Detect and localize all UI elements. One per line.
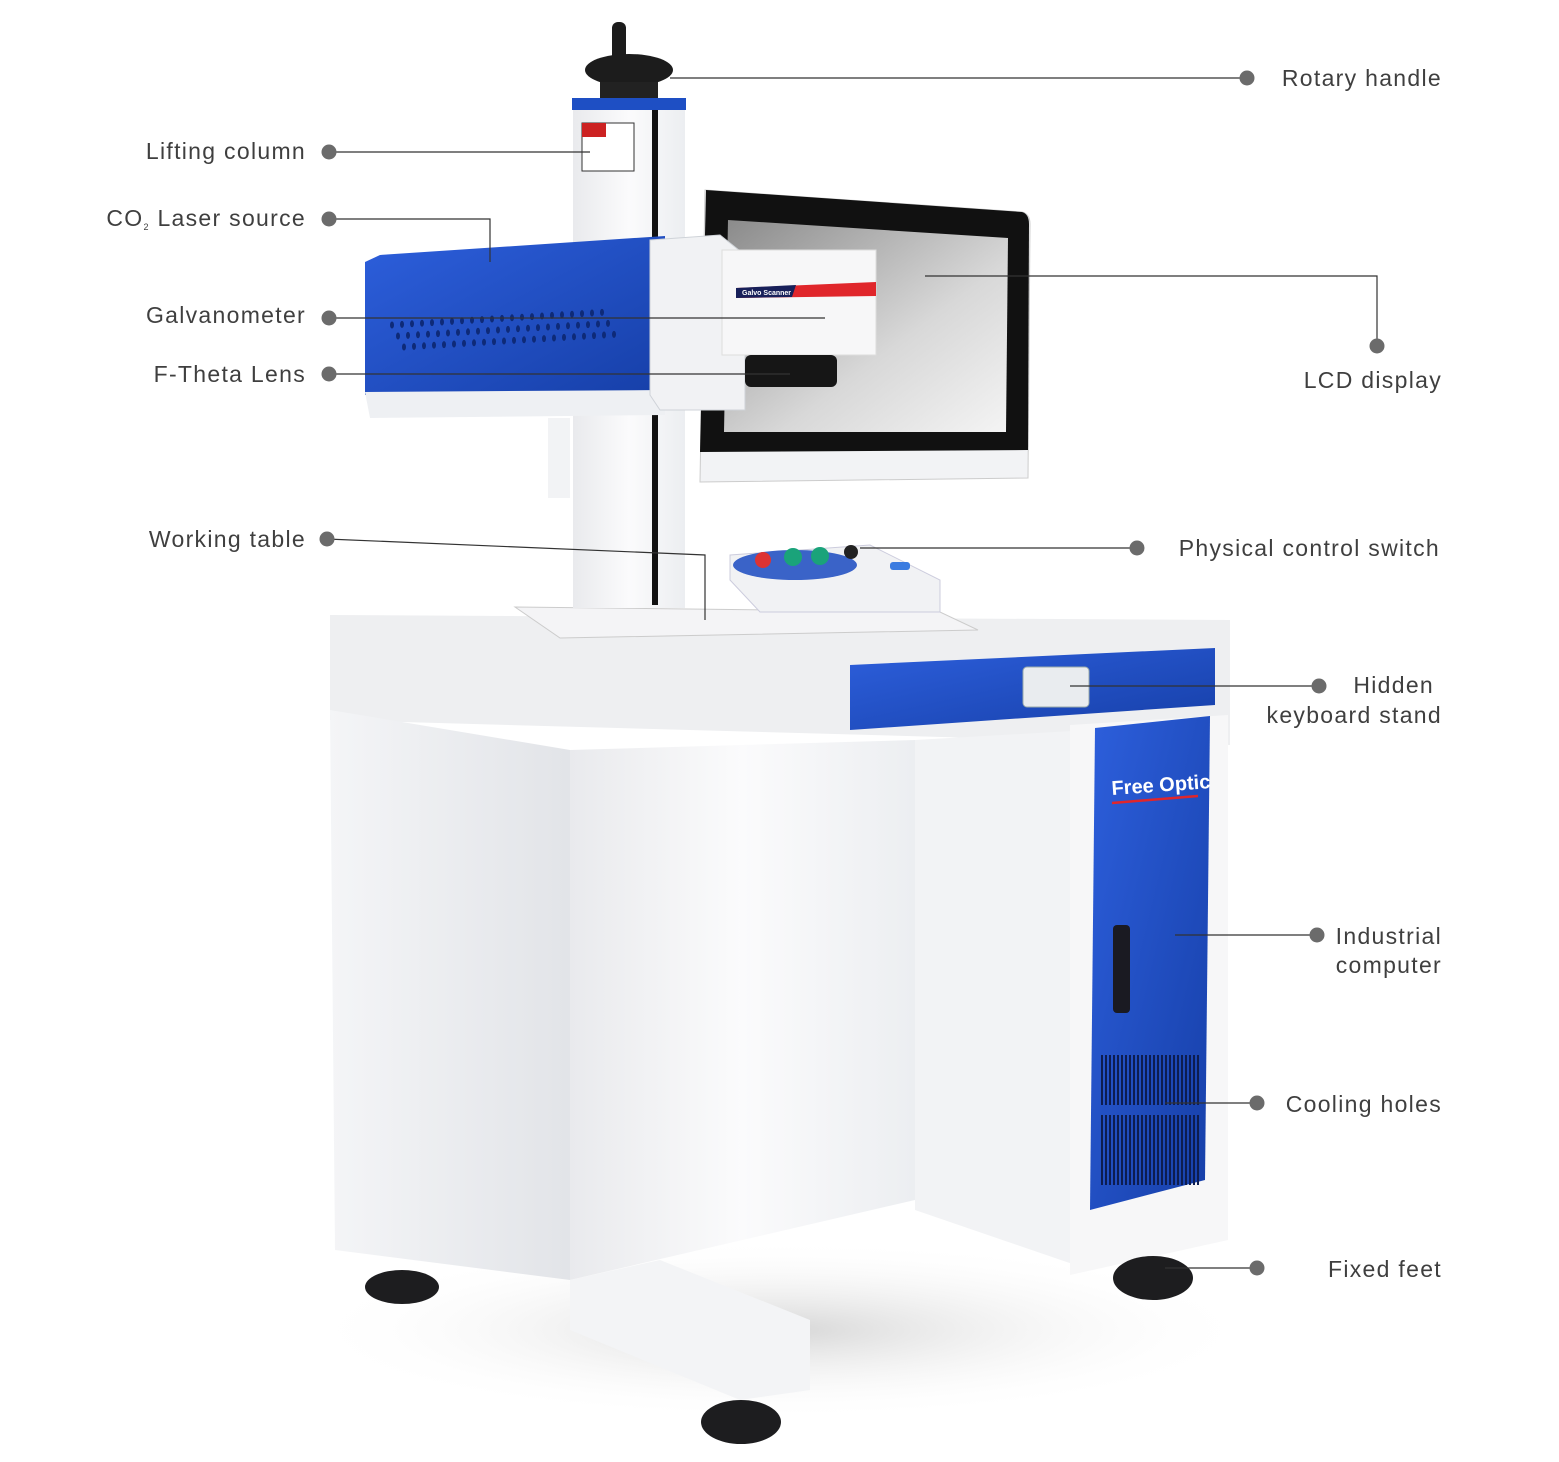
vent-hole <box>426 330 430 338</box>
label-cooling-holes: Cooling holes <box>1286 1091 1442 1117</box>
vent-hole <box>412 342 416 350</box>
drawer-handle <box>1022 666 1090 708</box>
vent-hole <box>482 338 486 346</box>
vent-hole <box>430 319 434 327</box>
fixed-feet <box>365 1256 1193 1444</box>
vent-hole <box>480 316 484 324</box>
vent-hole <box>526 324 530 332</box>
vent-hole <box>542 335 546 343</box>
vent-hole <box>410 320 414 328</box>
vent-hole <box>572 333 576 341</box>
f-theta-lens <box>745 355 837 387</box>
label-lcd-display: LCD display <box>1304 367 1442 393</box>
vent-hole <box>612 330 616 338</box>
label-hidden-keyboard-stand-2: keyboard stand <box>1267 702 1442 728</box>
vent-hole <box>472 339 476 347</box>
vent-hole <box>400 320 404 328</box>
leader-lines <box>319 70 1385 1276</box>
vent-hole <box>516 325 520 333</box>
vent-hole <box>492 338 496 346</box>
label-co2-laser-source: CO2 Laser source <box>106 205 306 232</box>
label-physical-control-switch: Physical control switch <box>1179 535 1440 561</box>
vent-hole <box>580 310 584 318</box>
industrial-computer-door: Free Optic <box>1090 716 1211 1210</box>
vent-hole <box>446 329 450 337</box>
vent-hole <box>576 321 580 329</box>
vent-hole <box>452 340 456 348</box>
vent-hole <box>460 317 464 325</box>
vent-hole <box>562 333 566 341</box>
vent-hole <box>450 317 454 325</box>
vent-hole <box>442 341 446 349</box>
galvanometer: Galvo Scanner <box>649 234 877 411</box>
vent-hole <box>486 327 490 335</box>
vent-hole <box>530 313 534 321</box>
vent-hole <box>536 324 540 332</box>
vent-hole <box>496 326 500 334</box>
vent-hole <box>606 319 610 327</box>
rotary-handle <box>585 22 673 98</box>
vent-hole <box>570 310 574 318</box>
vent-hole <box>596 320 600 328</box>
vent-hole <box>396 332 400 340</box>
label-f-theta-lens: F-Theta Lens <box>154 361 306 387</box>
label-working-table: Working table <box>149 526 306 552</box>
label-rotary-handle: Rotary handle <box>1282 65 1442 91</box>
co2-prefix: CO <box>106 205 143 231</box>
vent-hole <box>402 343 406 351</box>
co2-laser-source <box>365 236 665 498</box>
vent-hole <box>476 327 480 335</box>
vent-hole <box>420 319 424 327</box>
co2-subscript: 2 <box>143 222 149 232</box>
vent-hole <box>506 325 510 333</box>
keyboard-drawer <box>850 648 1215 730</box>
vent-hole <box>602 331 606 339</box>
vent-hole <box>416 331 420 339</box>
vent-hole <box>582 332 586 340</box>
vent-hole <box>436 330 440 338</box>
vent-hole <box>600 308 604 316</box>
vent-hole <box>552 334 556 342</box>
door-lock <box>1113 925 1130 1013</box>
label-industrial-computer-1: Industrial <box>1336 923 1442 949</box>
label-industrial-computer-2: computer <box>1336 952 1442 978</box>
vent-hole <box>590 309 594 317</box>
control-box <box>729 544 941 613</box>
label-lifting-column: Lifting column <box>146 138 306 164</box>
vent-hole <box>456 328 460 336</box>
vent-hole <box>592 332 596 340</box>
label-galvanometer: Galvanometer <box>146 302 306 328</box>
vent-hole <box>490 315 494 323</box>
galvo-label: Galvo Scanner <box>742 290 791 297</box>
vent-hole <box>550 311 554 319</box>
vent-hole <box>546 323 550 331</box>
co2-rest: Laser source <box>150 205 306 231</box>
vent-hole <box>502 337 506 345</box>
vent-hole <box>566 322 570 330</box>
vent-hole <box>512 336 516 344</box>
vent-hole <box>422 342 426 350</box>
vent-hole <box>440 318 444 326</box>
label-hidden-keyboard-stand-1: Hidden <box>1353 672 1434 698</box>
vent-hole <box>390 321 394 329</box>
vent-hole <box>432 341 436 349</box>
vent-hole <box>560 311 564 319</box>
vent-hole <box>586 321 590 329</box>
vent-hole <box>532 335 536 343</box>
vent-hole <box>556 322 560 330</box>
vent-hole <box>520 313 524 321</box>
vent-hole <box>462 339 466 347</box>
vent-hole <box>406 331 410 339</box>
vent-hole <box>466 328 470 336</box>
cooling-vents <box>1101 1055 1199 1185</box>
vent-hole <box>522 336 526 344</box>
label-fixed-feet: Fixed feet <box>1328 1256 1442 1282</box>
